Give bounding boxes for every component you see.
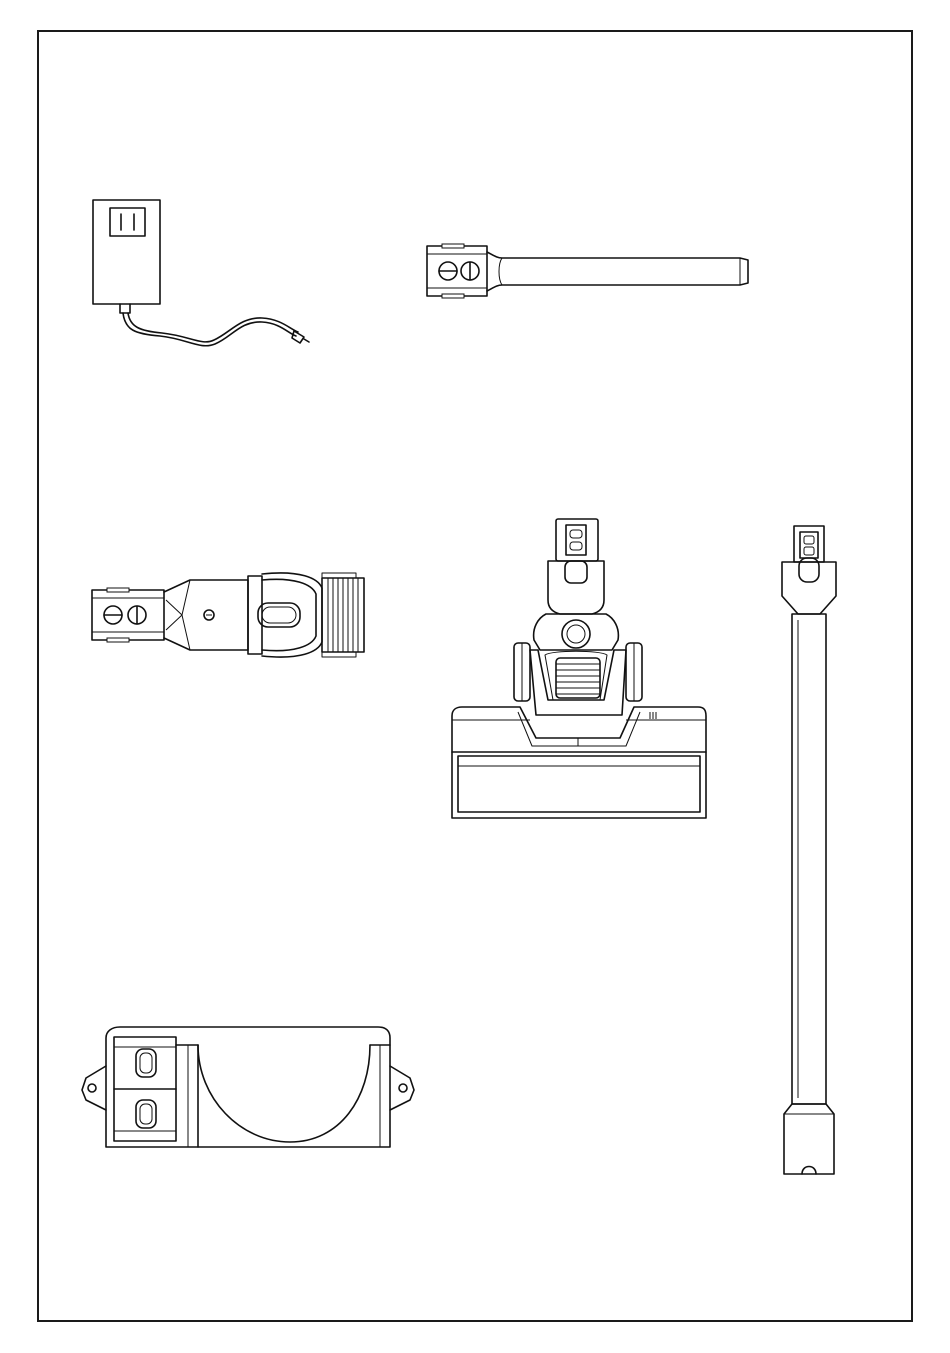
dust-brush-icon — [92, 573, 364, 657]
floor-brush-head-icon — [452, 519, 706, 818]
extension-tube-icon — [782, 526, 836, 1174]
power-adapter-icon — [93, 200, 309, 346]
wall-mount-bracket-icon — [82, 1027, 414, 1147]
crevice-tool-icon — [427, 244, 748, 298]
